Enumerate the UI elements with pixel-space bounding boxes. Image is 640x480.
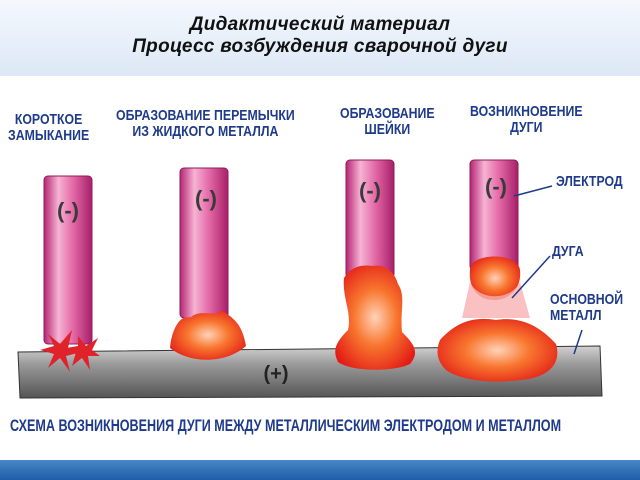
- slide-footer-bar: [0, 460, 640, 480]
- polarity-4: (-): [485, 174, 507, 199]
- polarity-base: (+): [264, 363, 289, 385]
- spark-left: [40, 330, 82, 372]
- label-arc: ДУГА: [552, 243, 584, 260]
- polarity-2: (-): [195, 186, 217, 211]
- spark-right: [66, 336, 100, 370]
- slide-title-line1: Дидактический материал: [189, 14, 451, 35]
- diagram-caption: СХЕМА ВОЗНИКНОВЕНИЯ ДУГИ МЕЖДУ МЕТАЛЛИЧЕ…: [10, 416, 562, 435]
- slide-title-line2: Процесс возбуждения сварочной дуги: [132, 36, 508, 57]
- stage-label-3-line2: ШЕЙКИ: [364, 121, 411, 138]
- slide-header: Дидактический материал Процесс возбужден…: [0, 0, 640, 74]
- stage-label-3-line1: ОБРАЗОВАНИЕ: [340, 105, 435, 122]
- stage-label-3: ОБРАЗОВАНИЕ ШЕЙКИ: [340, 106, 435, 138]
- leader-base: [573, 329, 583, 355]
- molten-bridge: [170, 310, 246, 360]
- stage-label-4-line2: ДУГИ: [510, 119, 543, 136]
- label-base-metal-line2: МЕТАЛЛ: [550, 307, 602, 324]
- label-electrode: ЭЛЕКТРОД: [556, 173, 623, 190]
- polarity-3: (-): [359, 178, 381, 203]
- weld-pool: [437, 318, 558, 382]
- polarity-1: (-): [57, 198, 79, 223]
- label-base-metal: ОСНОВНОЙ МЕТАЛЛ: [550, 292, 623, 324]
- stage-label-1-line1: КОРОТКОЕ: [14, 111, 83, 128]
- stage-label-4: ВОЗНИКНОВЕНИЕ ДУГИ: [470, 104, 583, 136]
- leader-arc: [511, 255, 551, 299]
- molten-neck: [335, 265, 416, 370]
- stage-label-2-line2: ИЗ ЖИДКОГО МЕТАЛЛА: [132, 123, 279, 140]
- stage-label-2: ОБРАЗОВАНИЕ ПЕРЕМЫЧКИ ИЗ ЖИДКОГО МЕТАЛЛА: [116, 108, 295, 140]
- leader-electrode: [513, 185, 553, 197]
- stage-label-1-line2: ЗАМЫКАНИЕ: [8, 127, 90, 144]
- arc-glow: [462, 282, 530, 318]
- label-base-metal-line1: ОСНОВНОЙ: [550, 291, 624, 308]
- stage-label-4-line1: ВОЗНИКНОВЕНИЕ: [470, 103, 583, 120]
- molten-drop: [469, 256, 521, 300]
- stage-label-1: КОРОТКОЕ ЗАМЫКАНИЕ: [8, 112, 89, 144]
- stage-label-2-line1: ОБРАЗОВАНИЕ ПЕРЕМЫЧКИ: [116, 107, 295, 124]
